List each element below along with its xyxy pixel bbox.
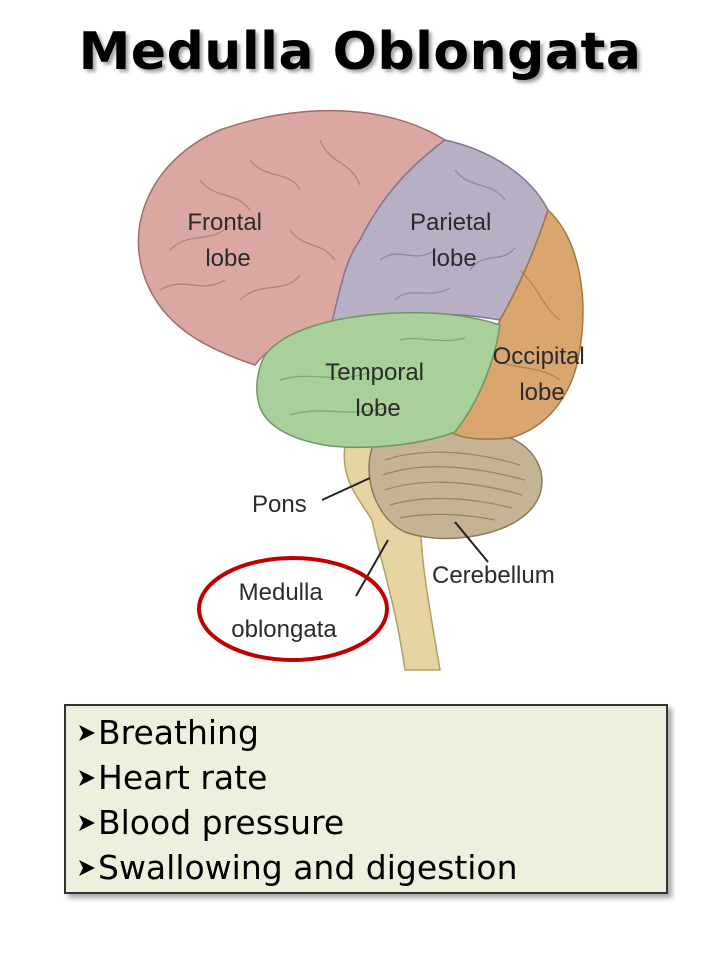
cerebellum-pointer [454,521,489,563]
function-item: Blood pressure [78,800,666,845]
brain-diagram: Frontal lobe Parietal lobe Temporal lobe… [137,109,592,671]
arrow-bullet-icon [79,859,95,876]
function-item: Swallowing and digestion [78,845,666,890]
functions-box: Breathing Heart rate Blood pressure Swal… [64,704,668,894]
label-parietal-lobe: Parietal lobe [410,209,498,272]
label-occipital-lobe: Occipital lobe [493,343,592,406]
function-item-label: Blood pressure [98,803,345,842]
slide-title: Medulla Oblongata [78,22,642,82]
function-item-label: Swallowing and digestion [98,848,518,887]
pons-pointer [321,477,371,501]
medulla-pointer [355,539,389,597]
arrow-bullet-icon [79,814,95,831]
function-item: Heart rate [78,755,666,800]
label-pons: Pons [252,491,307,518]
label-medulla-oblongata: Medulla oblongata [231,579,337,643]
function-item-label: Breathing [98,713,259,752]
temporal-lobe-region [256,311,501,449]
label-frontal-lobe: Frontal lobe [187,209,268,272]
label-temporal-lobe: Temporal lobe [325,359,430,422]
medulla-highlight-circle [197,556,389,662]
function-item: Breathing [78,710,666,755]
label-cerebellum: Cerebellum [432,562,555,589]
arrow-bullet-icon [79,724,95,741]
arrow-bullet-icon [79,769,95,786]
function-item-label: Heart rate [98,758,268,797]
